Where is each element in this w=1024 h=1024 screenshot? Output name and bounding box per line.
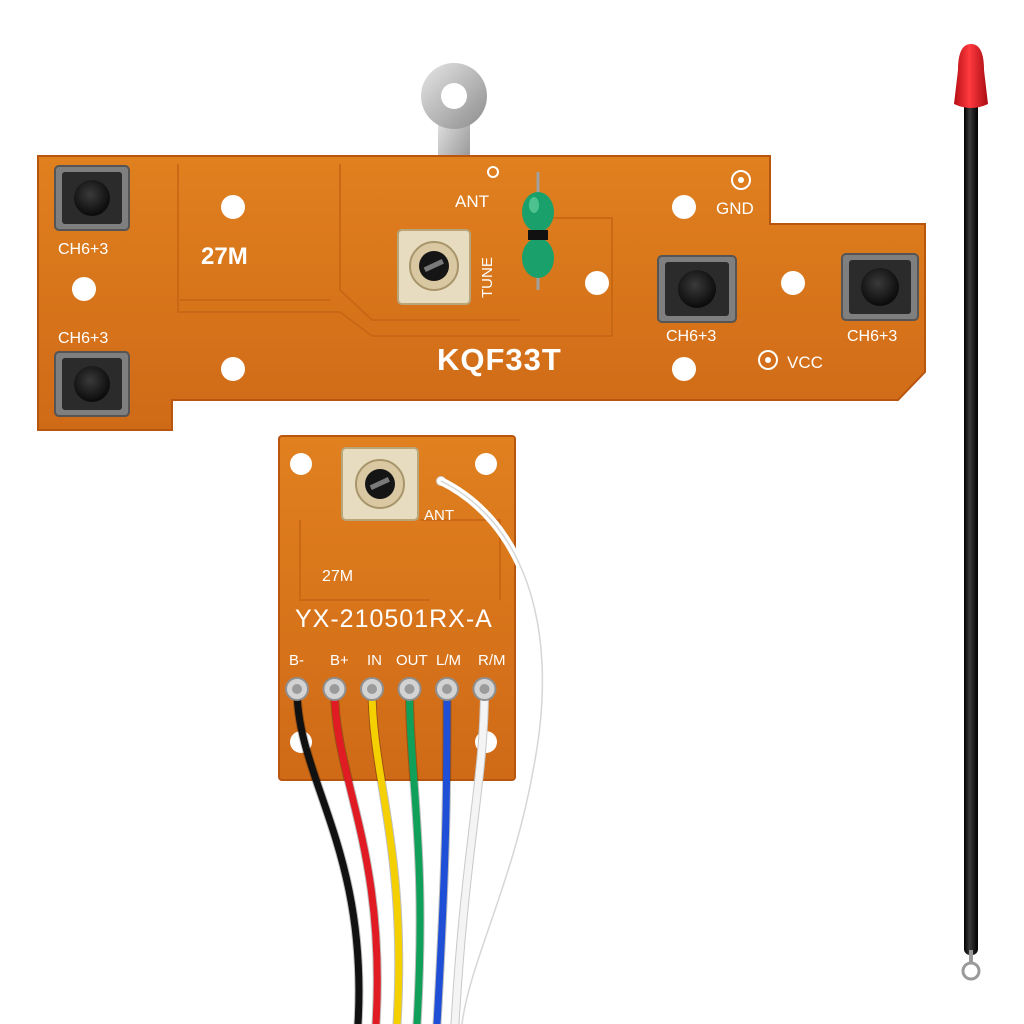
inductor-coil	[522, 172, 554, 290]
gnd-label: GND	[716, 199, 754, 218]
push-button-top-left[interactable]	[54, 165, 130, 231]
wire-in	[368, 685, 403, 1024]
wire-b	[331, 685, 381, 1024]
antenna-rod	[954, 44, 988, 981]
button-label-bottom-left: CH6+3	[58, 330, 108, 347]
transmitter-model: KQF33T	[437, 342, 562, 377]
solder-pad-center	[329, 684, 340, 694]
solder-pad-center	[292, 684, 302, 694]
receiver-potentiometer[interactable]	[341, 447, 419, 521]
pin-label: B-	[289, 652, 304, 669]
pin-label: IN	[367, 652, 382, 669]
solder-pad-center	[442, 684, 452, 694]
solder-pad-center	[367, 684, 377, 694]
pin-label: OUT	[396, 652, 428, 669]
pin-labels: B- B+ IN OUT L/M R/M	[289, 652, 506, 669]
solder-pad-center	[479, 684, 490, 694]
transmitter-board: CH6+3 CH6+3 CH6+3 CH6+3 27M KQF33T ANT G…	[37, 63, 926, 431]
antenna-cap	[954, 44, 988, 108]
antenna-eyelet	[961, 961, 981, 981]
ant-label: ANT	[455, 192, 489, 211]
solder-pad-center	[404, 684, 415, 694]
vcc-label: VCC	[787, 353, 823, 372]
mounting-holes	[72, 195, 805, 381]
wire-out	[406, 685, 424, 1024]
pin-label: R/M	[478, 652, 506, 669]
pin-label: B+	[330, 652, 349, 669]
connector-wires	[292, 684, 489, 1024]
pin-label: L/M	[436, 652, 461, 669]
push-button-middle-right[interactable]	[657, 255, 737, 323]
wire-l-m	[433, 685, 451, 1024]
button-label-middle-right: CH6+3	[666, 328, 716, 345]
button-label-top-left: CH6+3	[58, 241, 108, 258]
push-button-bottom-left[interactable]	[54, 351, 130, 417]
solder-pads	[285, 677, 497, 701]
receiver-frequency: 27M	[322, 568, 353, 585]
wire-r-m	[451, 685, 488, 1024]
wire-b	[293, 685, 363, 1024]
tune-label: TUNE	[479, 257, 496, 298]
button-label-far-right: CH6+3	[847, 328, 897, 345]
receiver-model: YX-210501RX-A	[295, 605, 493, 633]
receiver-ant-label: ANT	[424, 507, 454, 524]
push-button-far-right[interactable]	[841, 253, 919, 321]
transmitter-frequency: 27M	[201, 243, 248, 270]
tune-potentiometer[interactable]	[397, 229, 471, 305]
